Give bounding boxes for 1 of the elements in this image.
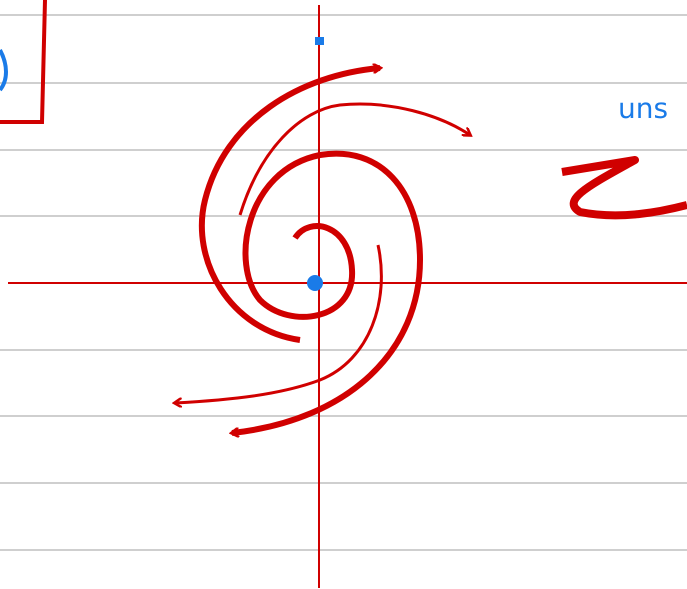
handwritten-note: uns — [618, 92, 668, 125]
